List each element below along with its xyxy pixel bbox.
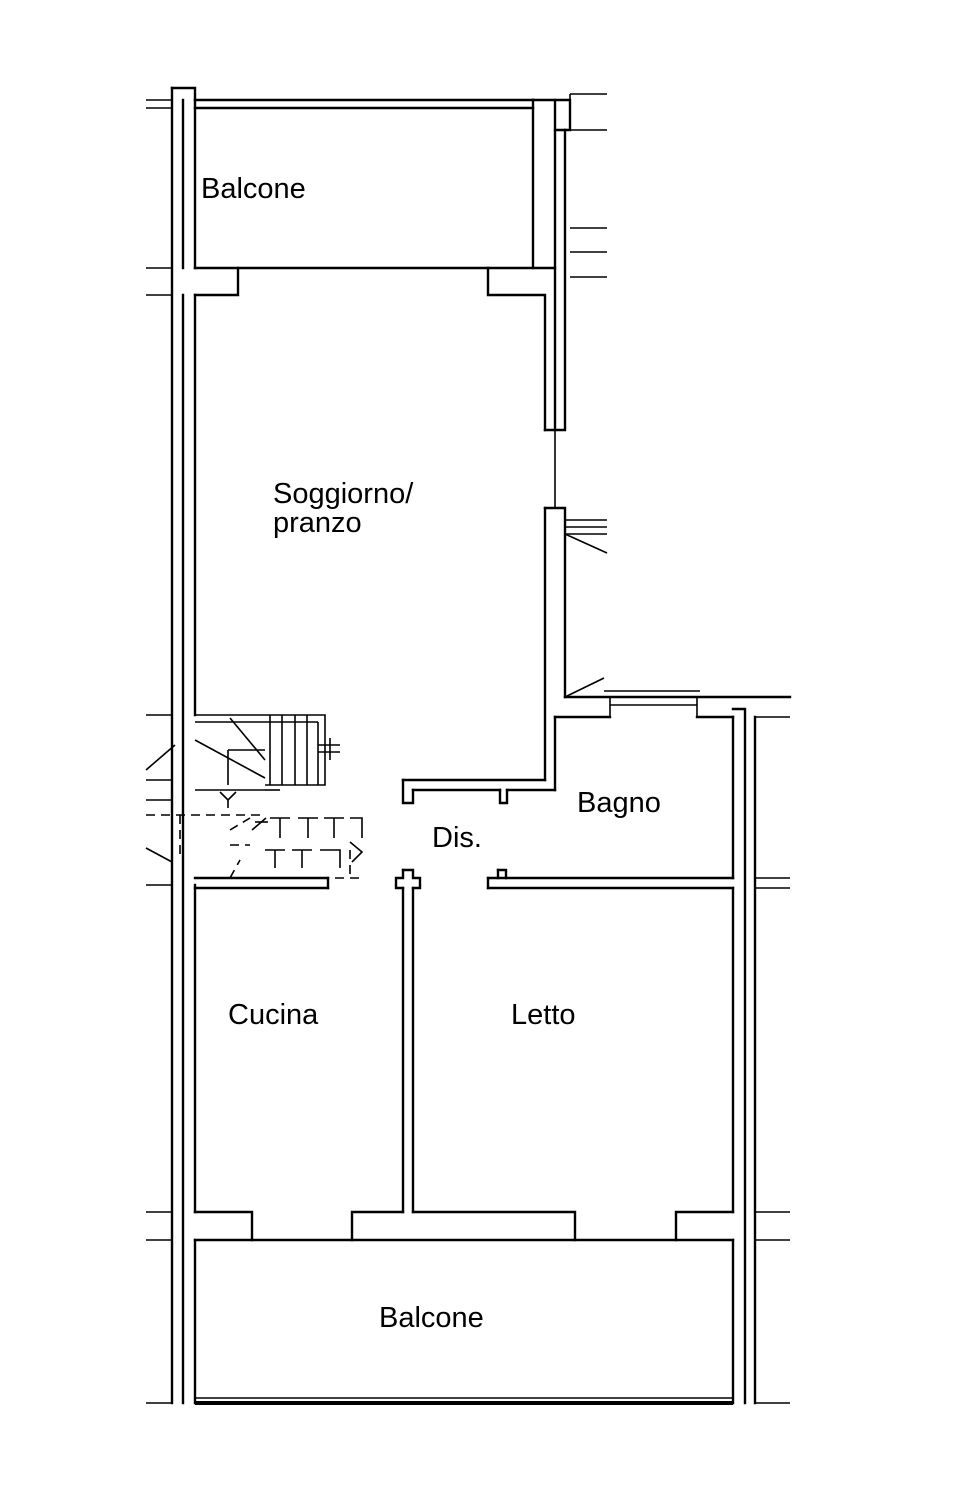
label-letto: Letto [511,999,576,1031]
bathroom-walls [486,690,792,1405]
bottom-walls [193,1210,735,1405]
label-balcone-bottom: Balcone [379,1302,484,1334]
label-soggiorno-line2: pranzo [273,507,362,539]
label-disimpegno: Dis. [432,822,482,854]
corridor-walls [193,778,557,1214]
label-soggiorno-line1: Soggiorno/ [273,478,414,510]
label-balcone-top: Balcone [201,173,306,205]
top-balcony-walls [193,93,607,278]
living-room-walls [193,128,608,792]
staircase [145,714,364,879]
label-cucina: Cucina [228,999,319,1031]
left-exterior-wall [146,86,197,1405]
label-bagno: Bagno [577,787,661,819]
